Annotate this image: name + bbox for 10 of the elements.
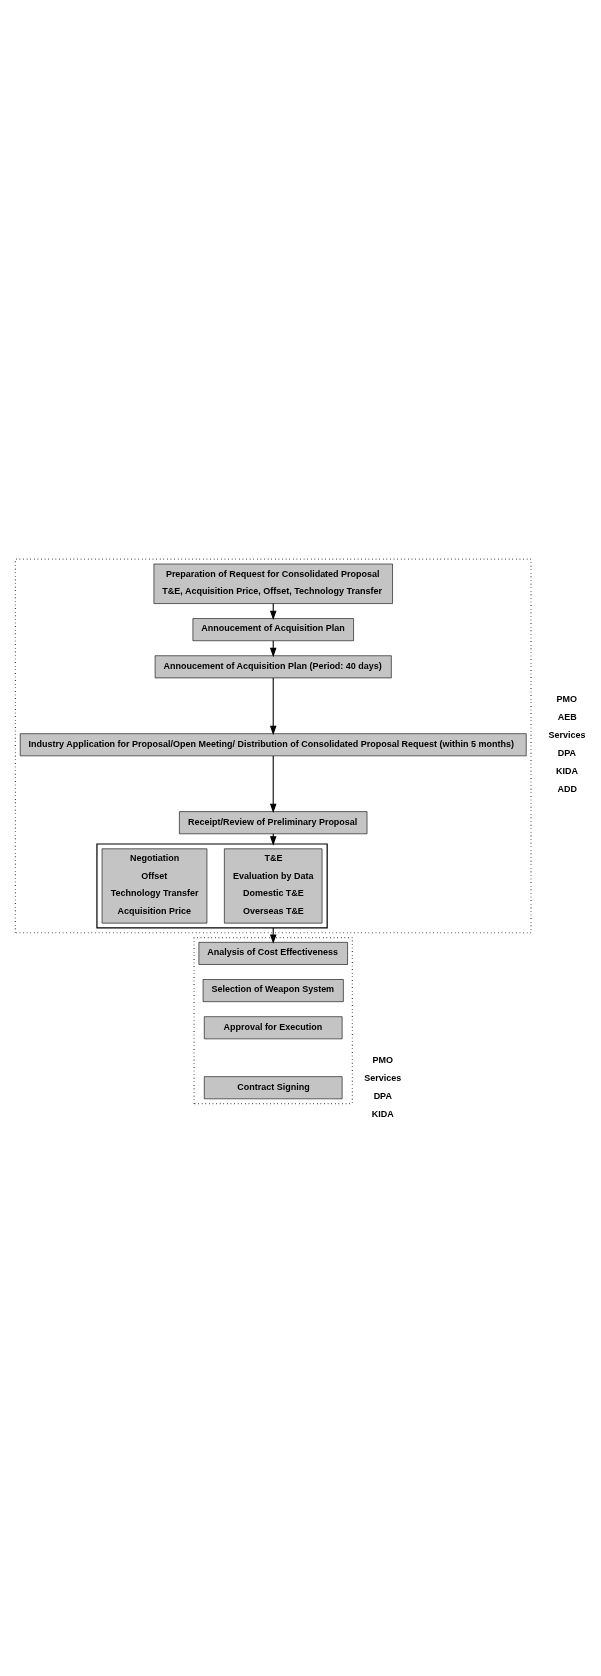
node-label: Services — [548, 729, 586, 740]
node-label: Services — [364, 1072, 402, 1083]
node-label: KIDA — [555, 765, 578, 776]
node-label: KIDA — [371, 1108, 394, 1119]
node-label: DPA — [557, 747, 577, 758]
node-label: DPA — [373, 1090, 392, 1101]
node-label: ADD — [557, 783, 577, 794]
node-label: AEB — [557, 711, 577, 722]
node-label: PMO — [372, 1054, 393, 1065]
node-label: PMO — [556, 693, 577, 704]
